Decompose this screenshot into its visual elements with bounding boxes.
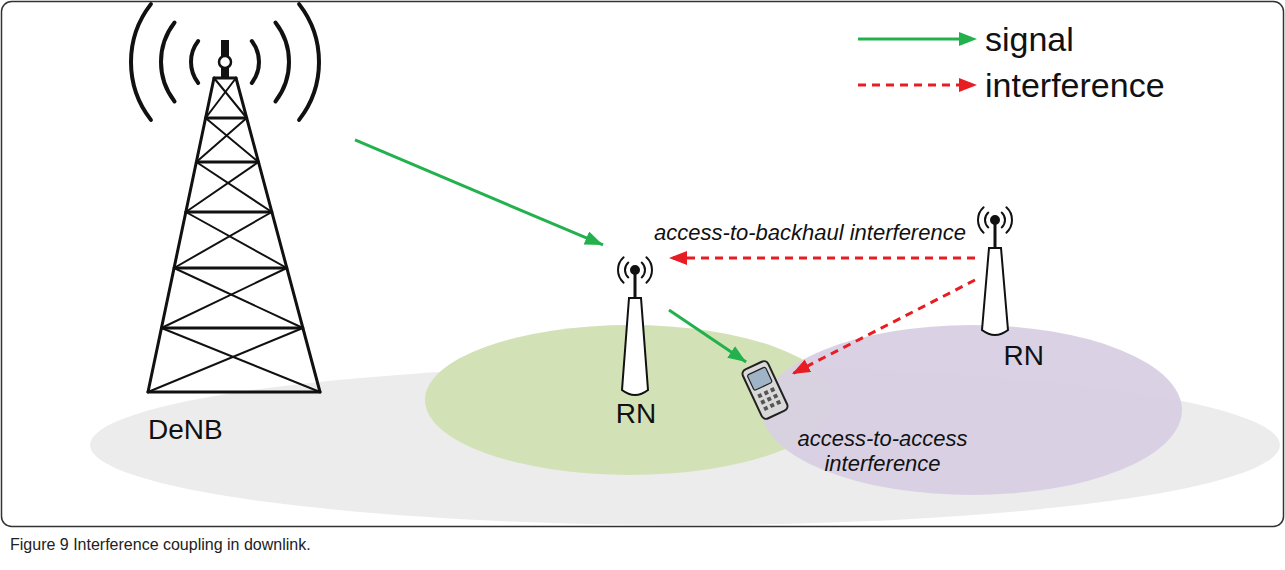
signal-arrow xyxy=(669,310,746,362)
signal-arrow xyxy=(355,140,603,245)
tower-brace xyxy=(196,162,272,212)
tower-brace xyxy=(174,212,272,268)
antenna-dot xyxy=(219,56,231,68)
relay-pole xyxy=(982,248,1008,335)
legend-line xyxy=(858,38,961,41)
antenna-dot xyxy=(991,216,999,224)
phone-key xyxy=(773,393,778,398)
phone-keys xyxy=(757,387,781,411)
radio-wave xyxy=(646,257,652,282)
legend-sample xyxy=(855,75,979,95)
node-label: DeNB xyxy=(148,414,223,446)
relay-cell-area xyxy=(762,325,1182,495)
phone-key xyxy=(764,390,769,395)
callout-label: access-to-access interference xyxy=(775,426,990,477)
radio-wave xyxy=(618,257,624,282)
edge-label: access-to-backhaul interference xyxy=(652,220,968,246)
phone-key xyxy=(757,393,762,398)
radio-wave xyxy=(252,41,259,83)
legend: signal interference xyxy=(855,16,1165,108)
phone-key xyxy=(767,396,772,401)
tower-symbol xyxy=(131,4,320,392)
tower-bar xyxy=(206,117,247,120)
phone-key xyxy=(763,406,768,411)
interference-arrow xyxy=(669,256,975,259)
radio-wave xyxy=(131,4,151,120)
radio-wave xyxy=(161,23,175,102)
phone-body xyxy=(741,360,789,421)
radio-wave xyxy=(1002,213,1005,228)
figure-frame xyxy=(2,2,1284,527)
relay-node: RN xyxy=(975,196,1047,374)
legend-arrowhead xyxy=(959,78,977,92)
tower-brace xyxy=(161,268,286,328)
legend-arrowhead xyxy=(959,32,977,46)
base-station: DeNB xyxy=(140,20,355,450)
tower-bar xyxy=(161,327,302,330)
radio-wave xyxy=(978,207,984,232)
tower-bar xyxy=(186,211,272,214)
tower-brace xyxy=(186,212,287,268)
interference-arrow xyxy=(792,280,975,374)
tower-brace xyxy=(161,328,320,392)
legend-label: signal xyxy=(985,20,1074,59)
radio-wave xyxy=(625,263,628,278)
phone-key xyxy=(760,399,765,404)
node-label: RN xyxy=(1004,340,1044,372)
phone-key xyxy=(770,403,775,408)
tower-bar xyxy=(148,391,320,394)
tower-brace xyxy=(196,118,246,162)
tower-brace xyxy=(174,268,303,328)
radio-wave xyxy=(299,4,319,120)
legend-label: interference xyxy=(985,66,1165,105)
radio-wave xyxy=(191,41,198,83)
antenna-dot xyxy=(631,266,639,274)
tower-bar xyxy=(214,77,236,80)
tower-brace xyxy=(186,162,259,212)
user-equipment: access-to-access interference xyxy=(738,362,792,420)
relay-pole xyxy=(622,298,648,395)
legend-line xyxy=(858,84,961,87)
relay-symbol xyxy=(978,207,1012,335)
radio-wave xyxy=(985,213,988,228)
legend-sample xyxy=(855,29,979,49)
phone-key xyxy=(770,387,775,392)
node-label: RN xyxy=(616,398,656,430)
tower-bar xyxy=(174,267,287,270)
radio-wave xyxy=(642,263,645,278)
tower-brace xyxy=(206,78,236,118)
figure-caption: Figure 9 Interference coupling in downli… xyxy=(10,536,311,554)
tower-brace xyxy=(206,118,259,162)
phone-screen xyxy=(747,367,772,391)
phone-key xyxy=(776,400,781,405)
phone-symbol xyxy=(741,360,789,421)
tower-brace xyxy=(148,328,303,392)
legend-row: signal xyxy=(855,16,1165,62)
tower-leg xyxy=(236,78,320,392)
radio-wave xyxy=(1006,207,1012,232)
radio-wave xyxy=(275,23,289,102)
tower-bar xyxy=(196,161,258,164)
legend-row: interference xyxy=(855,62,1165,108)
relay-symbol xyxy=(618,257,652,395)
relay-node: RN xyxy=(603,238,669,432)
